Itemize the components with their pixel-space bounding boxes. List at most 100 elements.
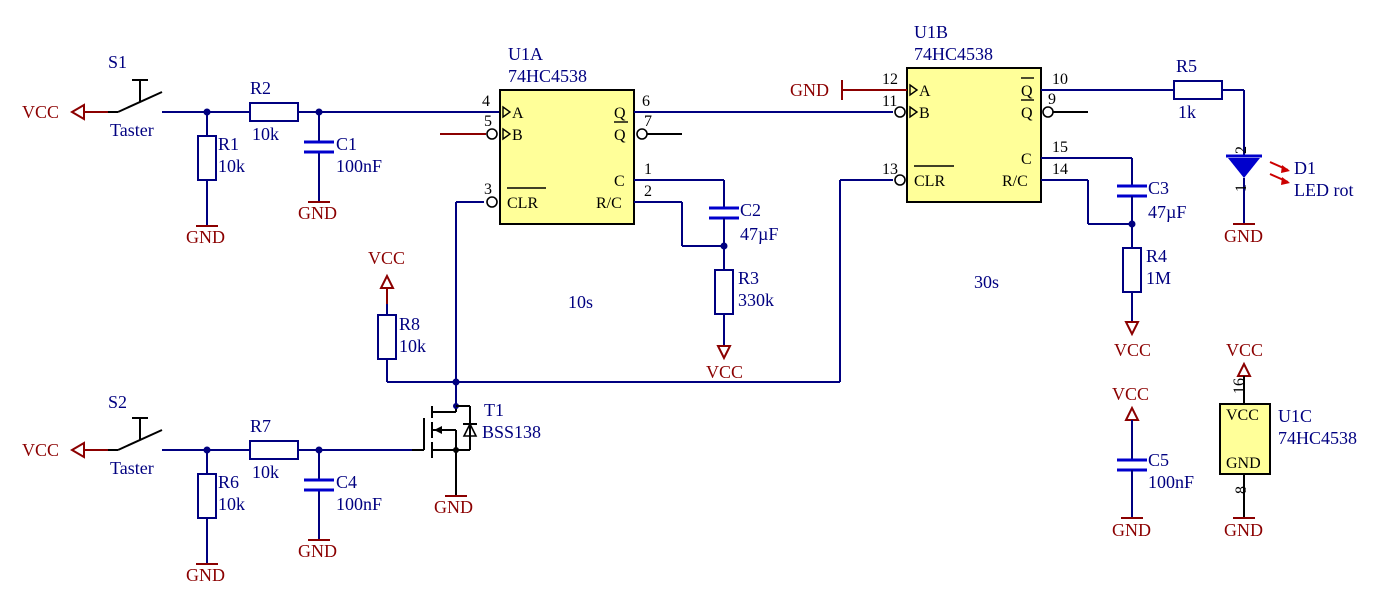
svg-text:1: 1 bbox=[644, 161, 652, 178]
svg-text:10k: 10k bbox=[252, 462, 279, 482]
svg-text:74HC4538: 74HC4538 bbox=[1278, 428, 1357, 448]
gnd-d1: GND bbox=[1224, 223, 1263, 246]
svg-text:GND: GND bbox=[298, 203, 337, 223]
svg-text:GND: GND bbox=[1112, 520, 1151, 540]
wires-input1 bbox=[162, 108, 500, 226]
ic-u1b: U1B 74HC4538 A 12 B 11 CLR 13 Q 10 Q 9 C… bbox=[882, 22, 1174, 203]
svg-text:VCC: VCC bbox=[1114, 340, 1151, 360]
svg-text:15: 15 bbox=[1052, 139, 1068, 156]
svg-text:4: 4 bbox=[482, 93, 490, 110]
svg-text:2: 2 bbox=[644, 183, 652, 200]
svg-text:8: 8 bbox=[1233, 486, 1250, 494]
svg-text:R6: R6 bbox=[218, 472, 239, 492]
svg-text:GND: GND bbox=[1224, 520, 1263, 540]
svg-text:9: 9 bbox=[1048, 91, 1056, 108]
svg-text:VCC: VCC bbox=[22, 102, 59, 122]
wires-input2 bbox=[162, 446, 412, 564]
svg-text:100nF: 100nF bbox=[1148, 472, 1194, 492]
svg-text:VCC: VCC bbox=[1226, 340, 1263, 360]
svg-text:S2: S2 bbox=[108, 392, 127, 412]
svg-text:GND: GND bbox=[1226, 455, 1261, 472]
ic-u1c: VCC GND 16 8 U1C 74HC4538 bbox=[1219, 378, 1357, 518]
svg-text:R3: R3 bbox=[738, 268, 759, 288]
svg-text:2: 2 bbox=[1233, 146, 1250, 154]
svg-text:B: B bbox=[919, 105, 930, 122]
svg-text:R/C: R/C bbox=[1002, 173, 1028, 190]
svg-text:R4: R4 bbox=[1146, 246, 1167, 266]
resistor-r5: R5 1k bbox=[1173, 56, 1244, 122]
svg-text:GND: GND bbox=[186, 565, 225, 585]
vcc-symbol-r4: VCC bbox=[1114, 321, 1151, 360]
svg-text:VCC: VCC bbox=[1226, 407, 1259, 424]
svg-text:R2: R2 bbox=[250, 78, 271, 98]
svg-text:330k: 330k bbox=[738, 290, 774, 310]
svg-text:GND: GND bbox=[1224, 226, 1263, 246]
wires-clr-net bbox=[387, 179, 893, 406]
svg-text:GND: GND bbox=[790, 80, 829, 100]
svg-text:C5: C5 bbox=[1148, 450, 1169, 470]
svg-text:10k: 10k bbox=[399, 336, 426, 356]
svg-text:D1: D1 bbox=[1294, 158, 1316, 178]
svg-text:6: 6 bbox=[642, 93, 650, 110]
svg-text:R/C: R/C bbox=[596, 195, 622, 212]
svg-text:GND: GND bbox=[298, 541, 337, 561]
gnd-c4: GND bbox=[298, 539, 337, 561]
resistor-r1: R1 10k bbox=[197, 134, 245, 181]
svg-text:100nF: 100nF bbox=[336, 494, 382, 514]
svg-text:47µF: 47µF bbox=[1148, 202, 1186, 222]
vcc-symbol-u1c: VCC bbox=[1226, 340, 1263, 404]
svg-text:10k: 10k bbox=[218, 156, 245, 176]
gnd-r6: GND bbox=[186, 563, 225, 585]
svg-text:Q: Q bbox=[614, 105, 626, 122]
svg-text:10k: 10k bbox=[252, 124, 279, 144]
svg-text:LED rot: LED rot bbox=[1294, 180, 1353, 200]
switch-s2: S2 Taster bbox=[108, 392, 184, 478]
svg-text:16: 16 bbox=[1231, 378, 1248, 394]
svg-text:74HC4538: 74HC4538 bbox=[914, 44, 993, 64]
switch-s1: S1 Taster bbox=[108, 52, 184, 140]
gnd-u1c: GND bbox=[1224, 517, 1263, 540]
resistor-r8: R8 10k bbox=[377, 304, 426, 382]
svg-text:VCC: VCC bbox=[22, 440, 59, 460]
capacitor-c5: C5 100nF bbox=[1117, 450, 1194, 518]
vcc-symbol-s1: VCC bbox=[22, 102, 108, 122]
svg-text:5: 5 bbox=[484, 113, 492, 130]
svg-text:Q: Q bbox=[1021, 105, 1033, 122]
annotation-30s: 30s bbox=[974, 272, 999, 292]
capacitor-c3: C3 47µF bbox=[1087, 158, 1186, 248]
svg-text:10: 10 bbox=[1052, 71, 1068, 88]
svg-text:GND: GND bbox=[434, 497, 473, 517]
led-d1: 2 1 D1 LED rot bbox=[1226, 90, 1353, 224]
gnd-c5: GND bbox=[1112, 517, 1151, 540]
transistor-t1: T1 BSS138 bbox=[412, 400, 541, 496]
svg-text:B: B bbox=[512, 127, 523, 144]
svg-text:A: A bbox=[919, 83, 931, 100]
svg-text:A: A bbox=[512, 105, 524, 122]
svg-text:GND: GND bbox=[186, 227, 225, 247]
capacitor-c4: C4 100nF bbox=[304, 472, 382, 514]
svg-text:Taster: Taster bbox=[110, 120, 154, 140]
svg-text:C1: C1 bbox=[336, 134, 357, 154]
svg-text:Q: Q bbox=[1021, 83, 1033, 100]
gnd-symbol-u1b-a: GND bbox=[790, 80, 893, 100]
vcc-symbol-s2: VCC bbox=[22, 440, 108, 460]
svg-text:R1: R1 bbox=[218, 134, 239, 154]
svg-text:BSS138: BSS138 bbox=[482, 422, 541, 442]
svg-text:11: 11 bbox=[882, 93, 897, 110]
resistor-r3: R3 330k bbox=[714, 268, 774, 346]
svg-text:C4: C4 bbox=[336, 472, 357, 492]
resistor-r4: R4 1M bbox=[1122, 246, 1171, 322]
gnd-t1: GND bbox=[434, 495, 473, 517]
svg-text:3: 3 bbox=[484, 181, 492, 198]
resistor-r2: R2 10k bbox=[249, 78, 299, 144]
svg-text:Q: Q bbox=[614, 127, 626, 144]
svg-text:VCC: VCC bbox=[1112, 384, 1149, 404]
svg-text:C3: C3 bbox=[1148, 178, 1169, 198]
svg-text:12: 12 bbox=[882, 71, 898, 88]
svg-text:Taster: Taster bbox=[110, 458, 154, 478]
svg-text:C: C bbox=[614, 173, 625, 190]
ic-u1a: U1A 74HC4538 A 4 B 5 CLR 3 Q 6 Q 7 C 1 bbox=[440, 44, 893, 225]
svg-text:7: 7 bbox=[644, 113, 652, 130]
svg-text:T1: T1 bbox=[484, 400, 504, 420]
